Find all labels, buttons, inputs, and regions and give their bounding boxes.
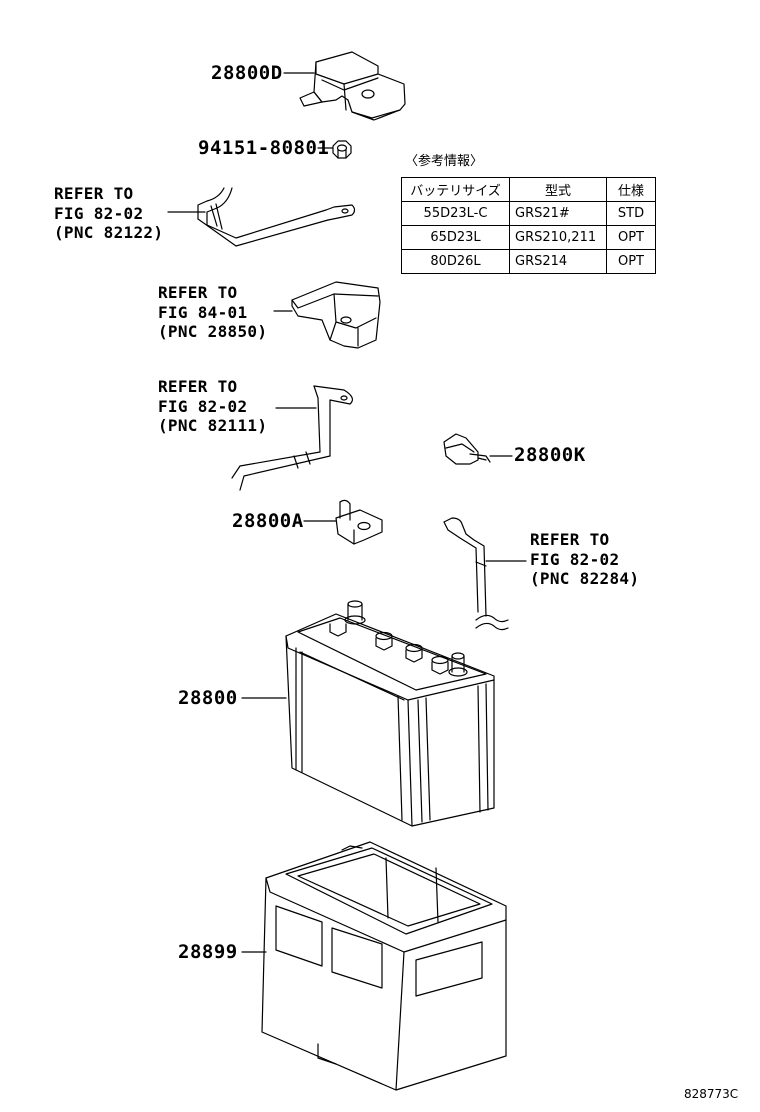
reference-clamp-28850: REFER TO FIG 84-01 (PNC 28850) [158, 283, 268, 341]
callout-terminal: 28800A [232, 510, 304, 532]
battery-part [285, 600, 495, 827]
spec-table-title: 〈参考情報〉 [405, 154, 484, 169]
cell-model: GRS214 [509, 249, 607, 274]
table-row: 80D26L GRS214 OPT [401, 249, 656, 274]
reference-cable-82111: REFER TO FIG 82-02 (PNC 82111) [158, 377, 268, 435]
callout-battery: 28800 [178, 687, 238, 709]
cell-model: GRS21# [509, 201, 607, 226]
reference-cable-82122: REFER TO FIG 82-02 (PNC 82122) [54, 184, 164, 242]
header-spec: 仕様 [606, 177, 656, 202]
cable-82111-part [231, 385, 354, 491]
spec-table-header-row: バッテリサイズ 型式 仕様 [401, 177, 656, 202]
cell-spec: STD [606, 201, 656, 226]
header-battery-size: バッテリサイズ [401, 177, 510, 202]
cable-82284-part [443, 517, 509, 631]
hold-down-part [443, 433, 491, 465]
header-model: 型式 [509, 177, 607, 202]
cell-battery-size: 80D26L [401, 249, 510, 274]
callout-clamp-cover: 28800D [211, 62, 283, 84]
cell-battery-size: 65D23L [401, 225, 510, 250]
cell-spec: OPT [606, 249, 656, 274]
cell-spec: OPT [606, 225, 656, 250]
callout-hold-down: 28800K [514, 444, 586, 466]
callout-tray: 28899 [178, 941, 238, 963]
reference-cable-82284: REFER TO FIG 82-02 (PNC 82284) [530, 530, 640, 588]
table-row: 55D23L-C GRS21# STD [401, 201, 656, 226]
clamp-28850-part [291, 281, 381, 349]
cell-model: GRS210,211 [509, 225, 607, 250]
callout-nut: 94151-80801 [198, 137, 330, 159]
spec-table: バッテリサイズ 型式 仕様 55D23L-C GRS21# STD 65D23L… [401, 177, 656, 274]
cell-battery-size: 55D23L-C [401, 201, 510, 226]
clamp-cover-part [299, 51, 406, 121]
cable-82122-part [197, 187, 356, 247]
nut-part [332, 140, 352, 159]
figure-id: 828773C [684, 1087, 739, 1101]
table-row: 65D23L GRS210,211 OPT [401, 225, 656, 250]
terminal-part [335, 499, 383, 545]
tray-part [261, 841, 507, 1091]
